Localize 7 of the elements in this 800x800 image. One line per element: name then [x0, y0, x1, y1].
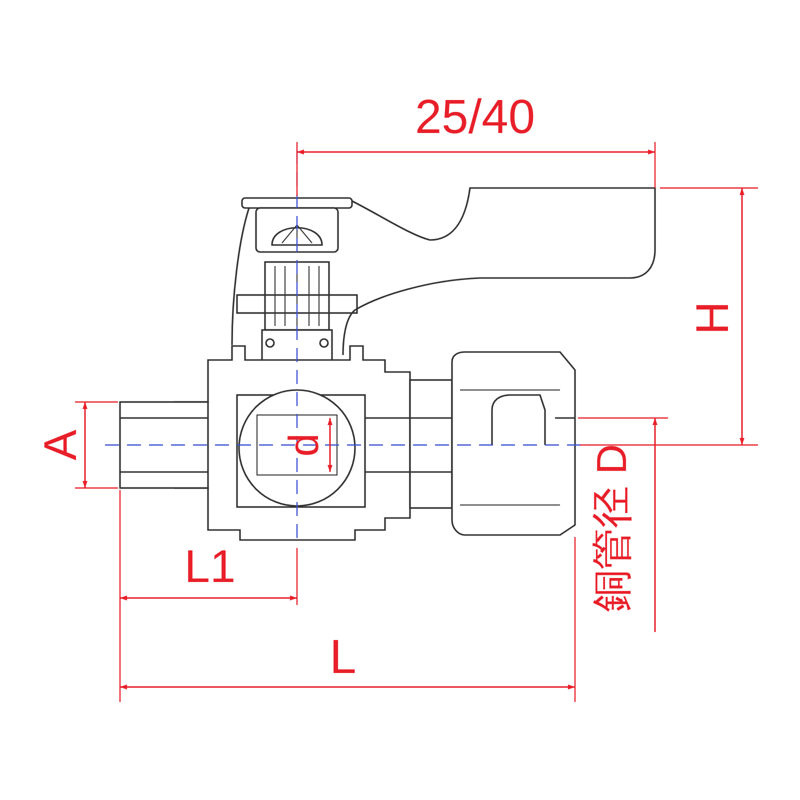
dimension-label: L1 — [184, 543, 236, 589]
dimension-label: A — [37, 430, 83, 460]
dimension-label: 25/40 — [414, 94, 536, 142]
dimension-label: 銅管径 D — [591, 444, 633, 612]
dimension-label: d — [283, 433, 325, 457]
dimension-label: L — [330, 634, 356, 682]
dimension-label: H — [689, 301, 735, 335]
